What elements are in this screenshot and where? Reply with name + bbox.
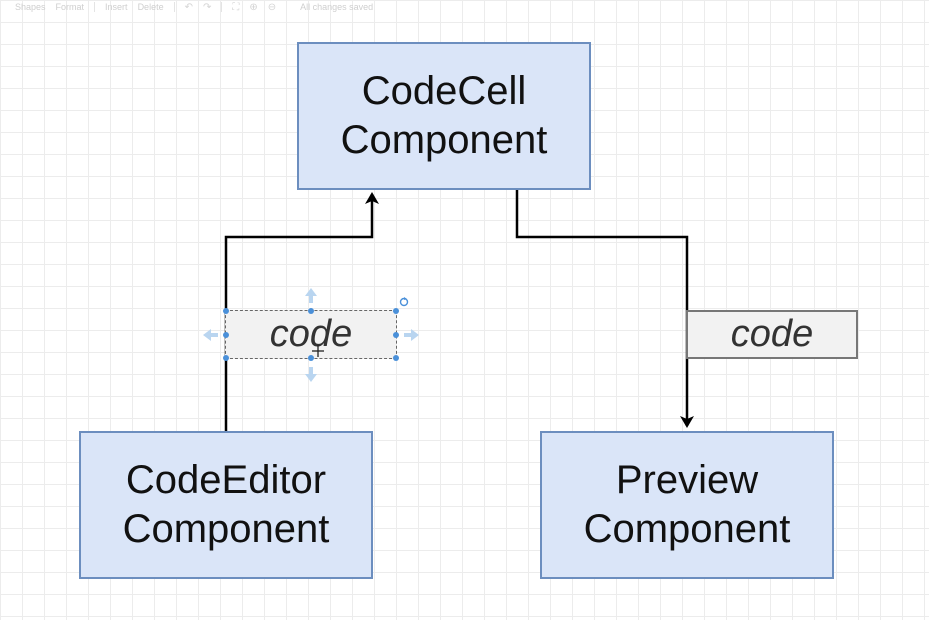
code-editor-component-label: CodeEditor Component <box>122 458 330 551</box>
undo-icon[interactable]: ↶ <box>184 1 193 13</box>
codecell-component-box[interactable]: CodeCell Component <box>297 42 591 190</box>
fit-icon[interactable]: ⛶ <box>232 1 240 13</box>
resize-handle[interactable] <box>223 355 229 361</box>
preview-component-label: Preview Component <box>583 458 791 551</box>
zoom-in-icon[interactable]: ⊕ <box>249 1 258 13</box>
resize-handle[interactable] <box>308 355 314 361</box>
resize-handle[interactable] <box>308 308 314 314</box>
codecell-component-label: CodeCell Component <box>340 69 548 162</box>
resize-handle[interactable] <box>223 308 229 314</box>
toolbar-divider <box>94 2 96 12</box>
rotate-handle-icon[interactable] <box>399 297 409 307</box>
zoom-out-icon[interactable]: ⊖ <box>267 1 277 13</box>
resize-handle[interactable] <box>223 332 229 338</box>
move-cursor-icon <box>312 345 324 357</box>
edge-label-right[interactable]: code <box>686 310 858 359</box>
resize-handle[interactable] <box>393 355 399 361</box>
save-status: All changes saved <box>300 2 374 12</box>
delete-button[interactable]: Delete <box>137 2 164 12</box>
clone-arrow-down-icon[interactable] <box>305 367 317 382</box>
toolbar: Shapes Format Insert Delete ↶ ↷ ⛶ ⊕ ⊖ Al… <box>0 0 929 14</box>
toolbar-divider <box>173 2 175 12</box>
clone-arrow-left-icon[interactable] <box>203 329 218 341</box>
insert-menu[interactable]: Insert <box>105 2 128 12</box>
toolbar-divider <box>221 2 223 12</box>
shapes-menu[interactable]: Shapes <box>15 2 46 12</box>
edge-label-right-text: code <box>730 313 814 355</box>
edge-label-left-selected[interactable]: code <box>225 310 397 359</box>
resize-handle[interactable] <box>393 308 399 314</box>
format-menu[interactable]: Format <box>55 2 85 12</box>
edge-label-left-text: code <box>269 313 353 355</box>
resize-handle[interactable] <box>393 332 399 338</box>
code-editor-component-box[interactable]: CodeEditor Component <box>79 431 373 579</box>
clone-arrow-up-icon[interactable] <box>305 288 317 303</box>
redo-icon[interactable]: ↷ <box>202 1 212 13</box>
preview-component-box[interactable]: Preview Component <box>540 431 834 579</box>
clone-arrow-right-icon[interactable] <box>404 329 419 341</box>
